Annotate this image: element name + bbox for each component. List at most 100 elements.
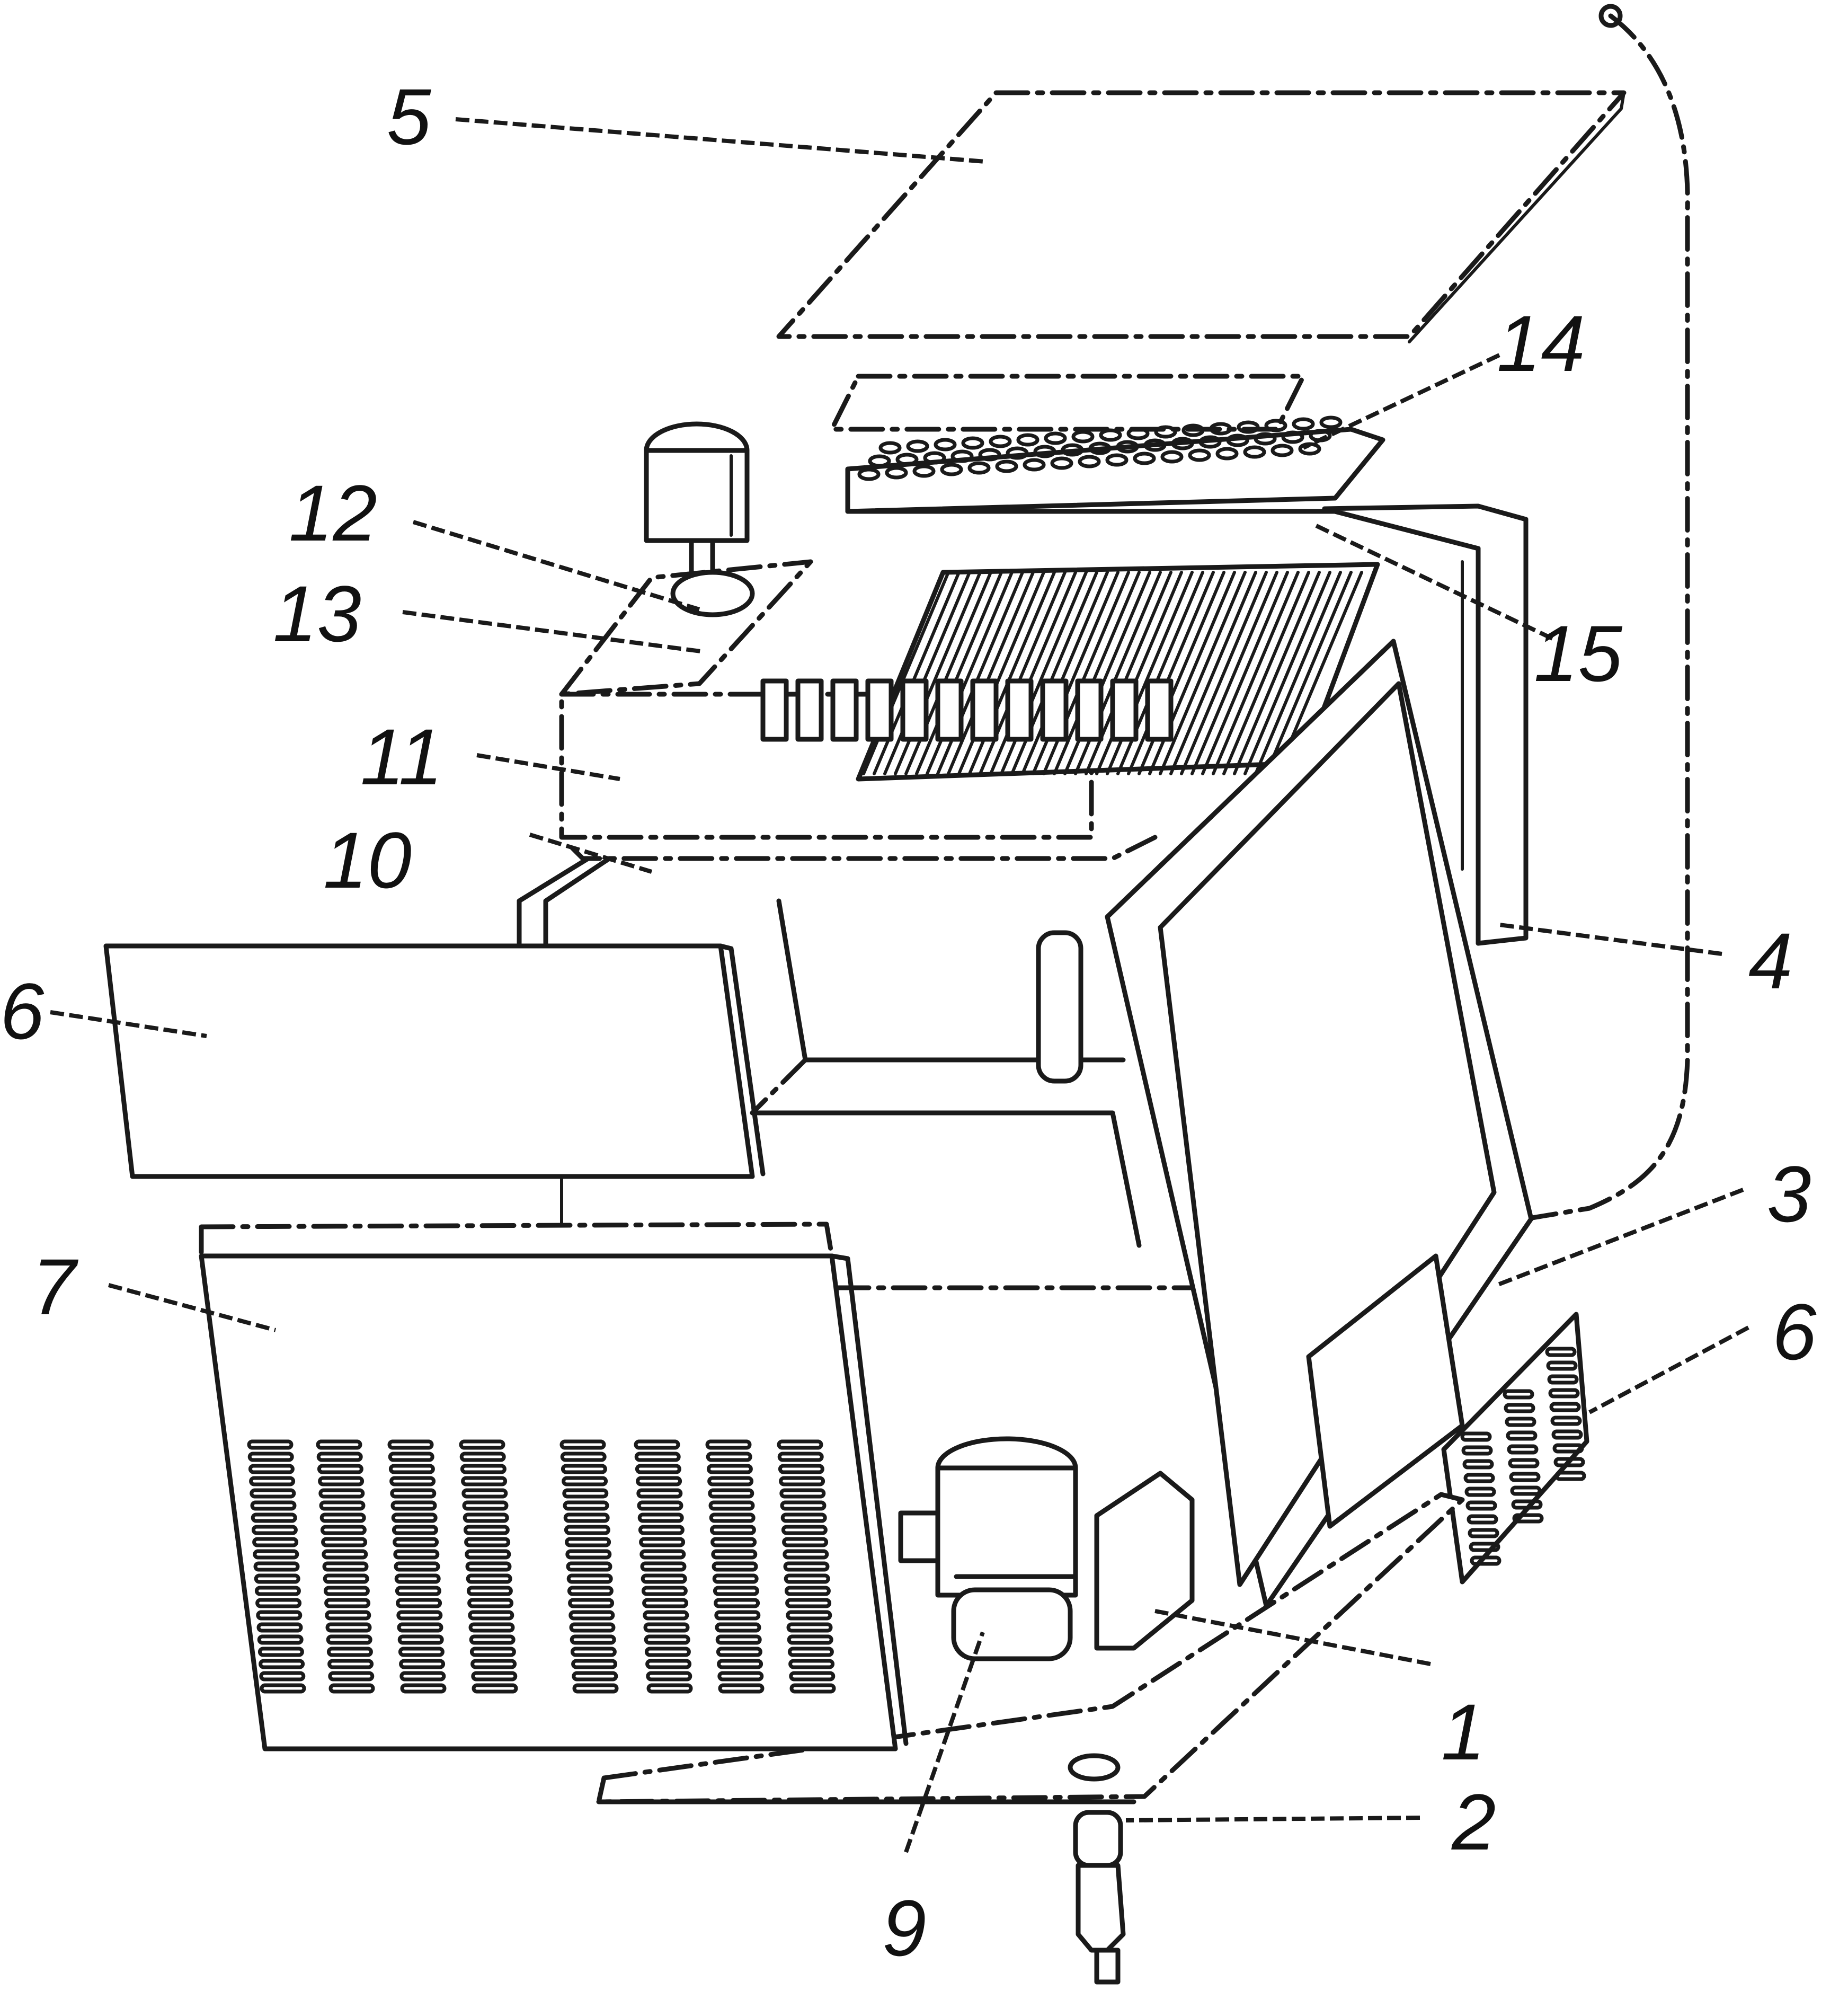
back-frame-part-4 [1322, 503, 1529, 946]
tray-cell [934, 438, 957, 452]
grille-slot [644, 1634, 690, 1645]
tray-cell [1319, 415, 1343, 429]
condenser-grille-part-7 [199, 1222, 909, 1751]
grille-slot [708, 1488, 754, 1499]
power-cord [1523, 4, 1690, 1222]
grille-slot [717, 1671, 764, 1682]
tray-cell [906, 439, 929, 453]
grille-slot [459, 1452, 506, 1462]
grille-slot [322, 1549, 368, 1560]
part-labels: 5 14 12 13 15 11 10 4 6 3 7 6 1 2 9 [0, 72, 1817, 1972]
grille-slot [251, 1512, 297, 1523]
fin-line [1243, 571, 1331, 775]
grille-slot [780, 1512, 827, 1523]
tray-cell [885, 466, 908, 480]
grille-slot [247, 1439, 294, 1450]
ice-finger [1075, 678, 1104, 742]
grille-slot [714, 1610, 761, 1621]
grille-slot [711, 1549, 758, 1560]
grille-slot [467, 1598, 514, 1608]
upper-tray-part-14 [829, 374, 1385, 514]
fin-line [1021, 571, 1109, 775]
grille-slot [260, 1683, 306, 1694]
tray-cell [1160, 450, 1184, 464]
fin-line [1201, 571, 1289, 775]
grille-slot [397, 1622, 443, 1633]
grille-slot [256, 1622, 303, 1633]
grille-slot [461, 1476, 508, 1486]
grille-slot [708, 1500, 755, 1511]
label-part-6-right: 6 [1772, 1287, 1817, 1376]
label-part-11: 11 [360, 712, 443, 801]
tray-cell [1298, 442, 1321, 456]
tray-cell [923, 451, 946, 465]
grille-slot [778, 1464, 824, 1474]
grille-slot [783, 1561, 830, 1572]
grille-slot [565, 1537, 611, 1547]
vent-slot [1467, 1514, 1498, 1525]
label-part-5: 5 [387, 72, 431, 161]
label-part-13: 13 [273, 569, 361, 658]
grille-slot [780, 1500, 827, 1511]
label-part-14: 14 [1497, 299, 1585, 388]
tray-cell [978, 448, 1001, 462]
grille-slot [783, 1549, 829, 1560]
tray-cell [1126, 427, 1150, 440]
grille-slot [789, 1671, 836, 1682]
grille-slot [327, 1659, 374, 1669]
label-part-15: 15 [1534, 609, 1622, 698]
vent-slot [1507, 1444, 1539, 1455]
ice-finger [830, 678, 859, 742]
grille-slot [568, 1598, 615, 1608]
grille-slot [468, 1610, 514, 1621]
grille-slot [318, 1488, 365, 1499]
tray-cell [895, 453, 919, 466]
side-panel-part-3 [1105, 639, 1534, 1608]
vent-slot [1506, 1430, 1538, 1441]
fin-line [1169, 571, 1257, 775]
grille-slot [469, 1647, 516, 1657]
grille-slot [396, 1598, 442, 1608]
grille-slot [715, 1634, 762, 1645]
vent-slot [1512, 1513, 1544, 1524]
top-lid-part-5 [776, 90, 1627, 343]
grille-slot [787, 1634, 833, 1645]
grille-slot [470, 1659, 517, 1669]
tray-cell [1243, 445, 1266, 459]
grille-slot [712, 1573, 759, 1584]
grille-slot [566, 1561, 612, 1572]
grille-slot [643, 1610, 689, 1621]
grille-slot [465, 1549, 511, 1560]
vent-slot [1468, 1528, 1499, 1538]
grille-slot [567, 1586, 614, 1596]
vent-slot [1470, 1555, 1502, 1566]
grille-slot [326, 1634, 372, 1645]
grille-slot [318, 1476, 365, 1486]
grille-slot [465, 1561, 512, 1572]
tray-cell [1215, 447, 1239, 461]
vent-slot [1462, 1459, 1494, 1470]
grille-slot [463, 1525, 510, 1535]
tray-cell [1143, 438, 1167, 452]
grille-slot [637, 1512, 684, 1523]
grille-slot [249, 1476, 296, 1486]
filter-panel-part-6 [103, 943, 766, 1226]
grille-slot [717, 1659, 763, 1669]
grille-slot [777, 1452, 824, 1462]
grille-slot [399, 1671, 446, 1682]
grille-slot [251, 1525, 298, 1535]
grille-slot [319, 1500, 366, 1511]
tray-cell [1270, 444, 1294, 457]
ice-finger [795, 678, 824, 742]
grille-slot [645, 1659, 692, 1669]
grille-slot [393, 1537, 439, 1547]
grille-slot [562, 1488, 609, 1499]
fin-line [1159, 571, 1247, 775]
grille-slot [634, 1452, 681, 1462]
grille-slot [394, 1561, 440, 1572]
grille-slot [390, 1500, 437, 1511]
tray-cell [1264, 419, 1287, 432]
grille-slot [569, 1622, 616, 1633]
tray-cell [989, 435, 1012, 448]
grille-slot [400, 1683, 447, 1694]
